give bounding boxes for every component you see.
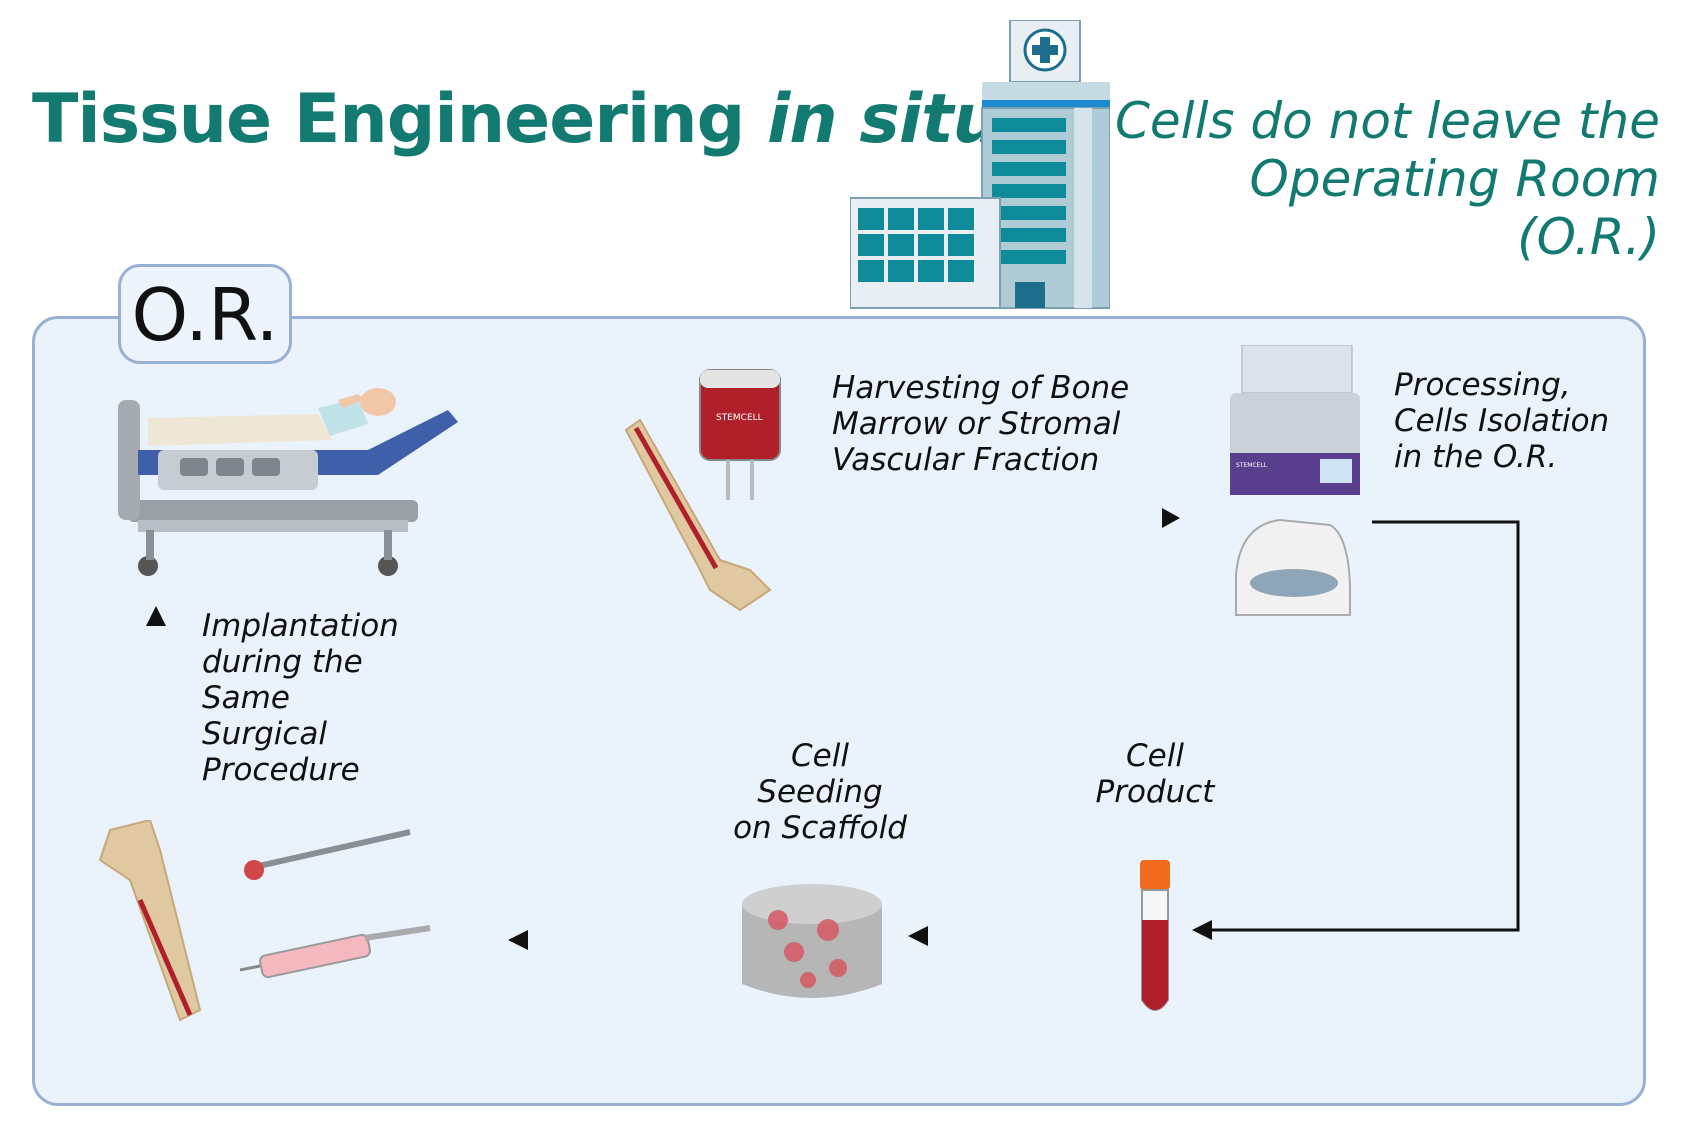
bag-brand: STEMCELL <box>716 413 763 423</box>
or-tab: O.R. <box>118 264 292 364</box>
subtitle: Cells do not leave the Operating Room (O… <box>1100 92 1660 266</box>
patient-bed-icon <box>118 388 458 576</box>
processing-machines-icon: STEMCELL <box>1230 345 1360 616</box>
subtitle-line-1: Cells do not leave the <box>1115 92 1660 150</box>
machine-brand: STEMCELL <box>1236 462 1268 469</box>
page-title: Tissue Engineering in situ <box>32 80 1001 159</box>
subtitle-line-2: Operating Room (O.R.) <box>1249 150 1661 266</box>
title-italic: in situ <box>766 80 1001 159</box>
test-tube-icon <box>1140 860 1170 1011</box>
scaffold-icon <box>742 884 882 998</box>
arrow-processing-to-product <box>1210 520 1520 932</box>
hospital-icon <box>850 20 1110 309</box>
title-main: Tissue Engineering <box>32 80 767 159</box>
implant-tools-icon <box>98 820 431 1022</box>
harvest-bag-bone-icon: STEMCELL <box>624 369 781 612</box>
